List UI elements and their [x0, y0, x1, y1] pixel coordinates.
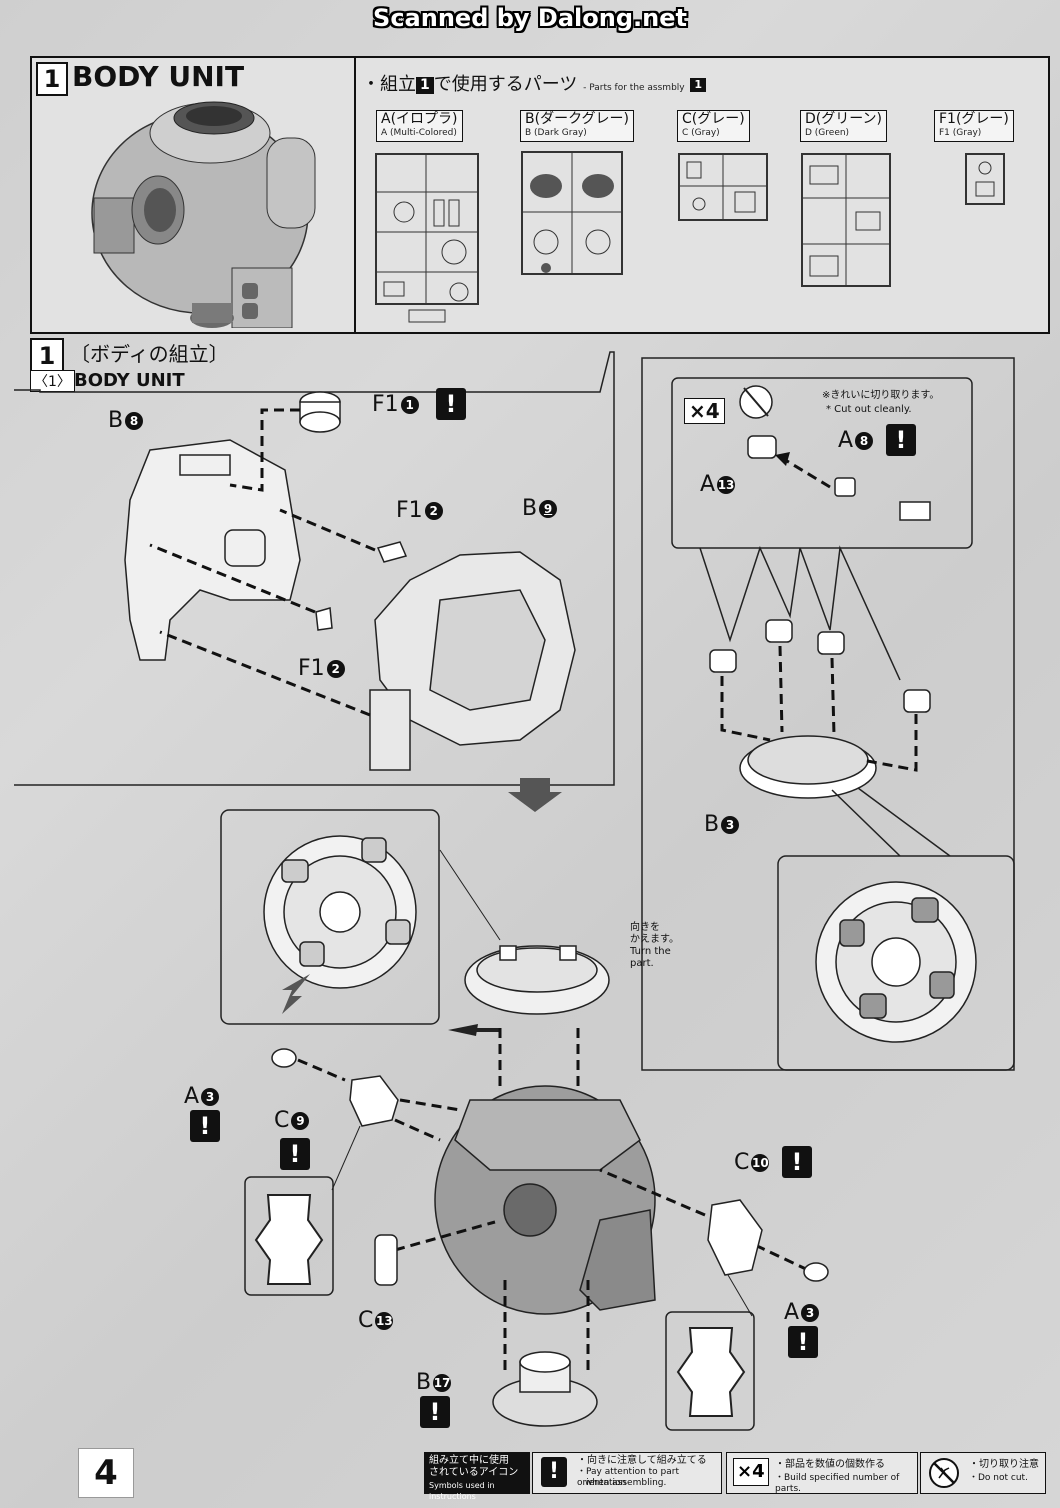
parts-heading-en-num: 1 [690, 78, 707, 92]
runner-f1-label: F1(グレー) F1 (Gray) [934, 110, 1014, 142]
legend-title-jp2: されているアイコン [429, 1467, 519, 1478]
multiplier-icon: ×4 [684, 398, 725, 424]
turn-note-jp1: 向きを [630, 922, 660, 933]
legend-orient-en2: when assembling. [585, 1478, 667, 1488]
runner-a-en: A (Multi-Colored) [381, 128, 457, 138]
legend-cut-en: ・Do not cut. [969, 1473, 1028, 1483]
legend-mult-jp: ・部品を数値の個数作る [775, 1459, 885, 1470]
runner-c-sprue [678, 153, 768, 221]
runner-d-label: D(グリーン) D (Green) [800, 110, 888, 142]
legend-orient-jp: ・向きに注意して組み立てる [577, 1455, 707, 1466]
runner-f1-en: F1 (Gray) [939, 128, 982, 138]
legend-multiplier: ×4 ・部品を数値の個数作る ・Build specified number o… [726, 1452, 918, 1494]
parts-heading-num: 1 [416, 76, 434, 94]
runner-f1-sprue [965, 153, 1005, 205]
runner-b-sprue [521, 151, 623, 275]
scan-credit: Scanned by Dalong.net [373, 4, 687, 32]
section-title-jp: 〔ボディの組立〕 [70, 342, 229, 366]
runner-a-label: A(イロプラ) A (Multi-Colored) [376, 110, 463, 142]
cut-note-en: * Cut out cleanly. [826, 404, 912, 415]
warning-icon-b17: ! [420, 1396, 450, 1428]
runner-a-jp: A(イロプラ) [381, 111, 458, 127]
warning-icon-c9: ! [280, 1138, 310, 1170]
page-number: 4 [78, 1448, 134, 1498]
legend-cut: ・切り取り注意 ・Do not cut. [920, 1452, 1046, 1494]
header-title: BODY UNIT [72, 60, 245, 93]
runner-b-en: B (Dark Gray) [525, 128, 587, 138]
legend-warning-icon: ! [541, 1457, 567, 1487]
runner-c-en: C (Gray) [682, 128, 720, 138]
legend-title: 組み立て中に使用 されているアイコン Symbols used in instr… [424, 1452, 530, 1501]
runner-d-sprue [801, 153, 891, 287]
header-divider [354, 58, 356, 332]
turn-note-en1: Turn the [630, 946, 671, 957]
runner-b-jp: B(ダークグレー) [525, 111, 629, 127]
header-step-number: 1 [36, 62, 68, 96]
legend-multiplier-icon: ×4 [733, 1458, 769, 1486]
turn-note-en2: part. [630, 958, 654, 969]
warning-icon-a3-left: ! [190, 1110, 220, 1142]
legend-title-en: Symbols used in instructions [429, 1481, 495, 1501]
body-unit-illustration [91, 101, 316, 328]
legend-orient-en1: ・Pay attention to part orientation [577, 1467, 679, 1488]
turn-note: 向きを かえます。 Turn the part. [630, 922, 679, 970]
legend-cut-jp: ・切り取り注意 [969, 1459, 1039, 1470]
runner-a-sprue [375, 153, 479, 323]
runner-d-en: D (Green) [805, 128, 850, 138]
parts-heading-jp-tail: で使用するパーツ [433, 74, 578, 95]
runner-c-label: C(グレー) C (Gray) [677, 110, 750, 142]
cut-note-jp: ※きれいに切り取ります。 [822, 390, 940, 401]
runner-b-label: B(ダークグレー) B (Dark Gray) [520, 110, 634, 142]
legend-title-jp1: 組み立て中に使用 [429, 1455, 509, 1466]
warning-icon-f1-1: ! [436, 388, 466, 420]
parts-heading-en: - Parts for the assmbly [583, 83, 685, 93]
runner-c-jp: C(グレー) [682, 111, 745, 127]
warning-icon-a8: ! [886, 424, 916, 456]
no-cut-icon [929, 1458, 959, 1488]
parts-heading-jp: ・組立 [362, 74, 416, 95]
turn-note-jp2: かえます。 [630, 934, 679, 945]
warning-icon-a3-right: ! [788, 1326, 818, 1358]
section-sub-title: BODY UNIT [74, 370, 185, 391]
legend-orientation: ! ・向きに注意して組み立てる ・Pay attention to part o… [532, 1452, 722, 1494]
runner-f1-jp: F1(グレー) [939, 111, 1009, 127]
warning-icon-c10: ! [782, 1146, 812, 1178]
runner-d-jp: D(グリーン) [805, 111, 883, 127]
legend-mult-en: ・Build specified number of parts. [775, 1473, 900, 1494]
